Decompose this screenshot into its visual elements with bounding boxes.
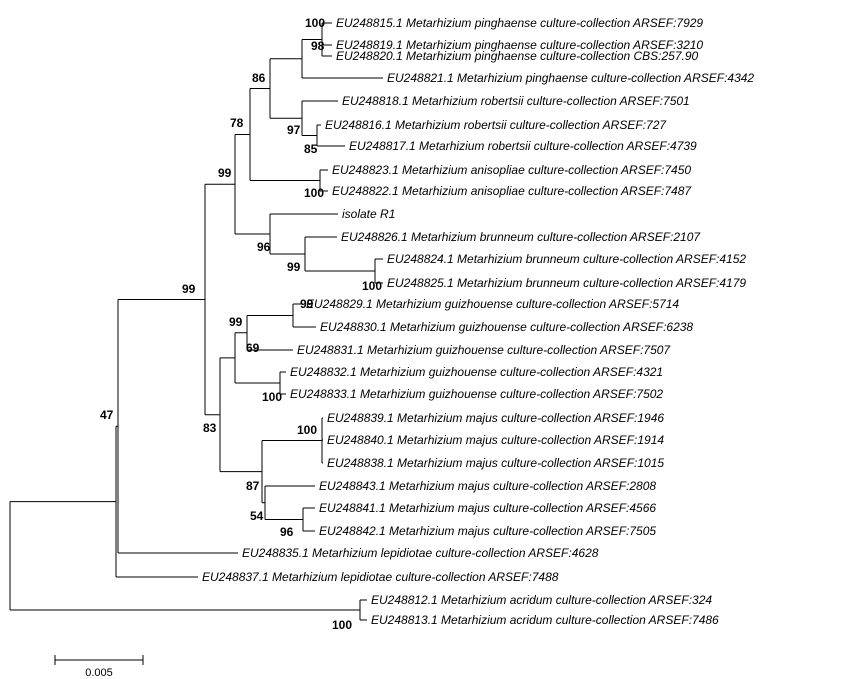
taxon-label: EU248815.1 Metarhizium pinghaense cultur…	[336, 16, 703, 30]
taxon-label: EU248843.1 Metarhizium majus culture-col…	[319, 479, 656, 493]
bootstrap-value: 96	[257, 240, 271, 254]
bootstrap-value: 100	[262, 390, 282, 404]
taxon-label: EU248824.1 Metarhizium brunneum culture-…	[387, 252, 746, 266]
scale-bar-label: 0.005	[85, 667, 113, 679]
taxon-label: EU248831.1 Metarhizium guizhouense cultu…	[297, 343, 671, 357]
bootstrap-value: 83	[203, 421, 217, 435]
taxon-label: EU248823.1 Metarhizium anisopliae cultur…	[332, 163, 691, 177]
taxon-label: EU248832.1 Metarhizium guizhouense cultu…	[290, 365, 663, 379]
taxon-label: EU248829.1 Metarhizium guizhouense cultu…	[306, 297, 679, 311]
taxon-label: EU248821.1 Metarhizium pinghaense cultur…	[387, 71, 754, 85]
taxon-label: EU248817.1 Metarhizium robertsii culture…	[349, 139, 697, 153]
taxon-label: EU248826.1 Metarhizium brunneum culture-…	[341, 230, 701, 244]
taxon-label: EU248812.1 Metarhizium acridum culture-c…	[371, 593, 712, 607]
taxon-labels: EU248815.1 Metarhizium pinghaense cultur…	[202, 16, 754, 627]
bootstrap-value: 47	[100, 408, 114, 422]
bootstrap-value: 86	[252, 71, 266, 85]
bootstrap-value: 100	[332, 618, 352, 632]
bootstrap-value: 87	[246, 479, 260, 493]
scale-bar: 0.005	[54, 655, 144, 679]
bootstrap-value: 85	[304, 142, 318, 156]
taxon-label: EU248820.1 Metarhizium pinghaense cultur…	[336, 49, 699, 63]
taxon-label: EU248818.1 Metarhizium robertsii culture…	[342, 94, 690, 108]
taxon-label: EU248816.1 Metarhizium robertsii culture…	[325, 118, 667, 132]
taxon-label: EU248837.1 Metarhizium lepidiotae cultur…	[202, 570, 559, 584]
taxon-label: EU248813.1 Metarhizium acridum culture-c…	[371, 613, 719, 627]
bootstrap-value: 96	[280, 525, 294, 539]
taxon-label: EU248838.1 Metarhizium majus culture-col…	[327, 456, 664, 470]
bootstrap-value: 99	[218, 166, 232, 180]
tree-branches	[9, 22, 383, 621]
bootstrap-value: 78	[230, 116, 244, 130]
taxon-label: isolate R1	[342, 207, 395, 221]
taxon-label: EU248833.1 Metarhizium guizhouense cultu…	[290, 387, 663, 401]
bootstrap-value: 100	[297, 423, 317, 437]
taxon-label: EU248840.1 Metarhizium majus culture-col…	[327, 433, 664, 447]
bootstrap-value: 100	[304, 186, 324, 200]
taxon-label: EU248842.1 Metarhizium majus culture-col…	[319, 524, 656, 538]
taxon-label: EU248819.1 Metarhizium pinghaense cultur…	[336, 38, 703, 52]
bootstrap-value: 54	[250, 509, 264, 523]
bootstrap-value: 100	[305, 16, 325, 30]
bootstrap-value: 97	[287, 123, 301, 137]
bootstrap-value: 69	[246, 341, 260, 355]
bootstrap-value: 100	[362, 279, 382, 293]
bootstrap-value: 98	[311, 39, 325, 53]
bootstrap-value: 99	[229, 315, 243, 329]
bootstrap-value: 99	[287, 260, 301, 274]
taxon-label: EU248835.1 Metarhizium lepidiotae cultur…	[242, 546, 599, 560]
taxon-label: EU248825.1 Metarhizium brunneum culture-…	[387, 276, 746, 290]
bootstrap-value: 99	[182, 282, 196, 296]
taxon-label: EU248830.1 Metarhizium guizhouense cultu…	[320, 320, 693, 334]
taxon-label: EU248841.1 Metarhizium majus culture-col…	[319, 501, 656, 515]
taxon-label: EU248839.1 Metarhizium majus culture-col…	[327, 411, 664, 425]
bootstrap-value: 99	[300, 297, 314, 311]
taxon-label: EU248822.1 Metarhizium anisopliae cultur…	[332, 184, 692, 198]
